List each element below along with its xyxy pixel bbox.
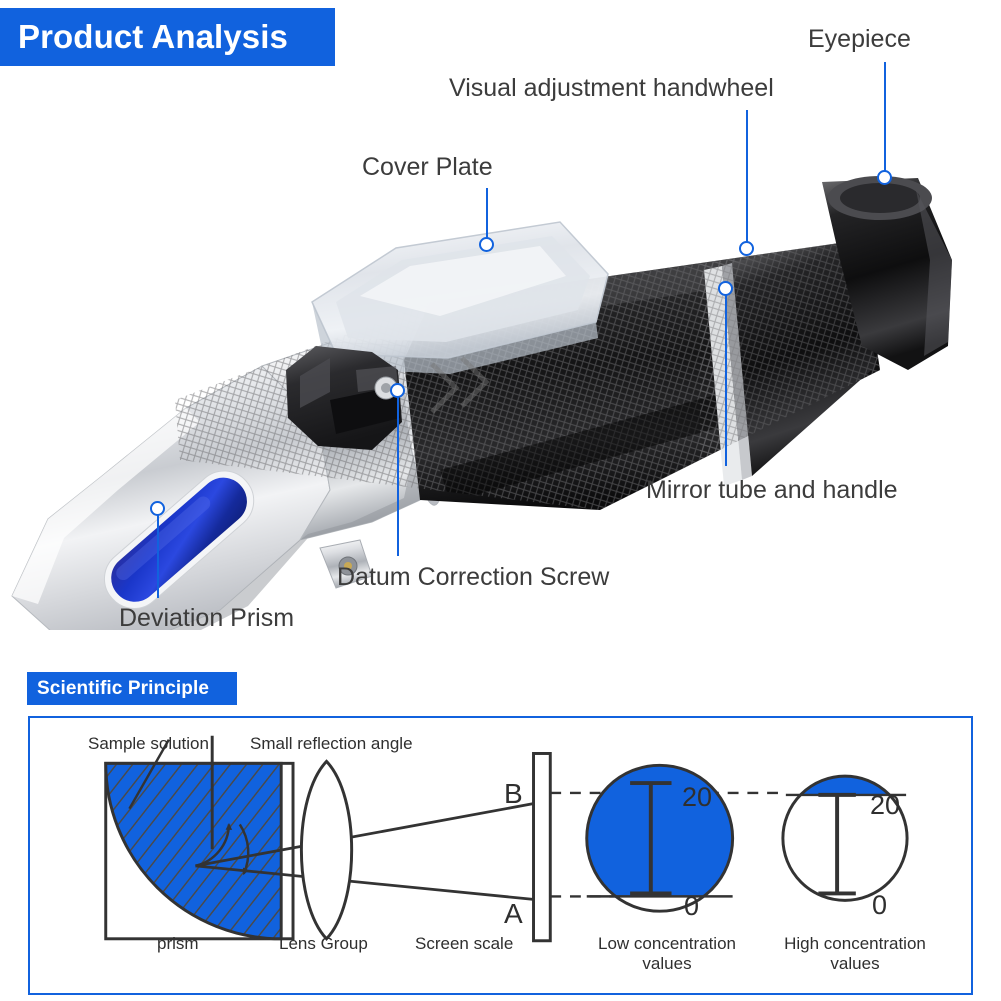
product-analysis-banner: Product Analysis (0, 8, 335, 66)
diagram-label-sample-solution: Sample solution (88, 734, 209, 753)
page-title: Product Analysis (18, 18, 288, 55)
callout-leader-datum-screw (397, 390, 399, 556)
diagram-label-low-concentration: Low concentration values (598, 934, 736, 973)
screen-scale (532, 752, 552, 943)
callout-dot-mirror-tube (720, 283, 731, 294)
scientific-principle-banner: Scientific Principle (27, 672, 237, 705)
low-gauge-top-value: 20 (682, 782, 713, 812)
engraved-arrow (430, 356, 490, 414)
prism-block (104, 735, 295, 941)
low-gauge-bottom-value: 0 (684, 891, 700, 921)
callout-label-eyepiece: Eyepiece (808, 25, 911, 53)
light-rays (195, 798, 546, 904)
diagram-label-lens-group: Lens Group (279, 934, 368, 953)
product-image (11, 176, 952, 630)
diagram-label-high-concentration: High concentration values (784, 934, 926, 973)
principle-diagram (104, 735, 909, 943)
diagram-ray-label-a: A (504, 898, 523, 929)
callout-dot-datum-screw (392, 385, 403, 396)
diagram-label-prism: prism (157, 934, 199, 953)
callout-leader-eyepiece (884, 62, 886, 176)
callout-label-cover-plate: Cover Plate (362, 153, 493, 181)
callout-label-mirror-tube: Mirror tube and handle (646, 476, 898, 504)
diagram-label-screen-scale: Screen scale (415, 934, 514, 953)
callout-leader-deviation-prism (157, 508, 159, 598)
diagram-label-reflection-angle: Small reflection angle (250, 734, 413, 753)
lens-group (300, 759, 354, 941)
callout-dot-deviation-prism (152, 503, 163, 514)
datum-correction-clamp (286, 346, 402, 450)
high-gauge-bottom-value: 0 (872, 890, 888, 920)
low-concentration-gauge (585, 763, 735, 913)
callout-leader-cover-plate (486, 188, 488, 243)
callout-label-deviation-prism: Deviation Prism (119, 604, 295, 632)
callout-dot-handwheel (741, 243, 752, 254)
callout-dot-eyepiece (879, 172, 890, 183)
callout-label-handwheel: Visual adjustment handwheel (449, 74, 774, 102)
cover-plate (311, 221, 609, 374)
principle-title: Scientific Principle (37, 677, 209, 699)
callout-dot-cover-plate (481, 239, 492, 250)
high-gauge-top-value: 20 (870, 790, 901, 820)
diagram-ray-label-b: B (504, 778, 523, 809)
callout-label-datum-screw: Datum Correction Screw (337, 563, 610, 591)
callout-leader-handwheel (746, 110, 748, 247)
scientific-principle-panel: Sample solution Small reflection angle B… (28, 716, 973, 995)
callout-leader-mirror-tube (725, 288, 727, 466)
